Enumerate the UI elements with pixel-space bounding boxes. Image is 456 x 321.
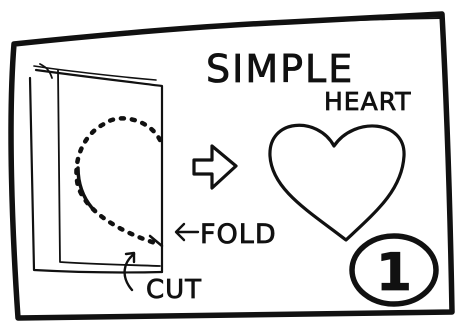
half-heart-cut-line [74,116,164,248]
card-frame [8,11,455,321]
fold-arrow-icon [174,222,200,242]
title-line2: HEART [324,87,412,116]
heart-icon [268,123,406,242]
right-arrow-icon [192,144,238,190]
folded-paper [28,63,164,274]
step-number: 1 [376,243,412,303]
cut-arrow-icon [123,251,136,292]
cut-label: CUT [146,275,202,305]
title-line1: SIMPLE [206,47,354,91]
fold-label: FOLD [200,219,277,250]
step-number-badge: 1 [349,233,439,307]
